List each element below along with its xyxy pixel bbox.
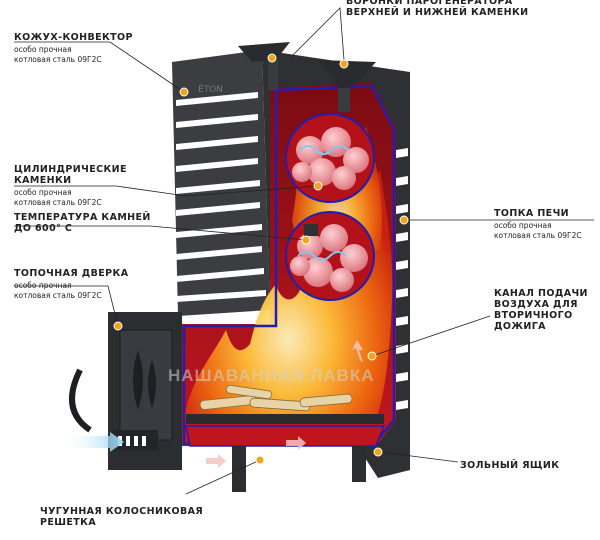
grate (186, 414, 384, 424)
callout-cyl-stones-title: ЦИЛИНДРИЧЕСКИЕ КАМЕНКИ (14, 164, 127, 186)
callout-stone-temp-title: ТЕМПЕРАТУРА КАМНЕЙ ДО 600° С (14, 212, 151, 234)
cylindrical-stones-lower (285, 211, 375, 301)
callout-casing-sub: особо прочная котловая сталь 09Г2С (14, 45, 102, 64)
callout-grate: ЧУГУННАЯ КОЛОСНИКОВАЯ РЕШЕТКА (40, 506, 203, 528)
callout-casing-title: КОЖУХ-КОНВЕКТОР (14, 32, 133, 43)
callout-cyl-stones: ЦИЛИНДРИЧЕСКИЕ КАМЕНКИ особо прочная кот… (14, 164, 127, 207)
callout-markers (113, 53, 409, 465)
callout-furnace-door-title: ТОПОЧНАЯ ДВЕРКА (14, 268, 129, 279)
callout-stone-temp: ТЕМПЕРАТУРА КАМНЕЙ ДО 600° С (14, 212, 151, 234)
callout-firebox-title: ТОПКА ПЕЧИ (494, 208, 569, 219)
ash-box (185, 425, 386, 447)
furnace-door (62, 312, 366, 492)
callout-firebox: ТОПКА ПЕЧИ особо прочная котловая сталь … (494, 208, 582, 240)
callout-furnace-door-sub: особо прочная котловая сталь 09Г2С (14, 281, 102, 300)
callout-funnels: ВОРОНКИ ПАРОГЕНЕРАТОРА ВЕРХНЕЙ И НИЖНЕЙ … (346, 0, 529, 18)
callout-air-channel: КАНАЛ ПОДАЧИ ВОЗДУХА ДЛЯ ВТОРИЧНОГО ДОЖИ… (494, 288, 588, 332)
callout-cyl-stones-sub: особо прочная котловая сталь 09Г2С (14, 188, 102, 207)
leader-lines (14, 7, 594, 495)
callout-grate-title: ЧУГУННАЯ КОЛОСНИКОВАЯ РЕШЕТКА (40, 506, 204, 528)
callout-ash-box: ЗОЛЬНЫЙ ЯЩИК (460, 460, 559, 471)
fire-flames (184, 150, 393, 420)
callout-firebox-sub: особо прочная котловая сталь 09Г2С (494, 221, 582, 240)
callout-ash-box-title: ЗОЛЬНЫЙ ЯЩИК (460, 460, 560, 471)
cylindrical-stones-upper (285, 113, 375, 203)
svg-text:ÉTON: ÉTON (198, 83, 223, 95)
callout-furnace-door: ТОПОЧНАЯ ДВЕРКА особо прочная котловая с… (14, 268, 128, 300)
callout-funnels-title: ВОРОНКИ ПАРОГЕНЕРАТОРА ВЕРХНЕЙ И НИЖНЕЙ … (346, 0, 529, 18)
steam-funnels (238, 42, 376, 112)
callout-casing: КОЖУХ-КОНВЕКТОР особо прочная котловая с… (14, 32, 133, 64)
firewood (199, 384, 353, 412)
watermark: НАШАВАННАЯ.ЛАВКА (168, 366, 375, 385)
callout-air-channel-title: КАНАЛ ПОДАЧИ ВОЗДУХА ДЛЯ ВТОРИЧНОГО ДОЖИ… (494, 288, 588, 332)
